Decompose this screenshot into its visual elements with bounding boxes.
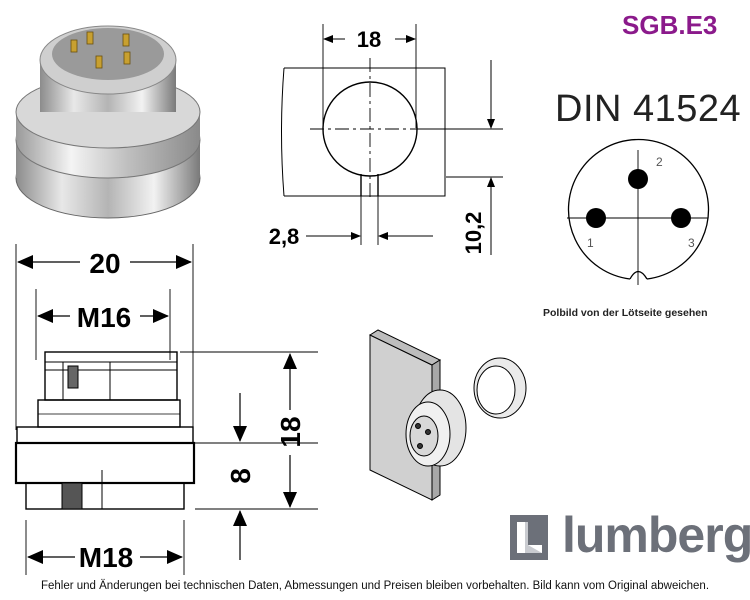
dim-label-thread-top: M16 [77,302,131,333]
lumberg-logo-mark [510,515,548,560]
dim-label-flat-width: 2,8 [269,224,300,249]
dim-label-cutout-height: 10,2 [461,212,486,255]
dim-label-body-width: 20 [89,248,120,279]
dim-label-height-small: 8 [225,468,256,484]
connector-photo [15,25,201,219]
product-code: SGB.E3 [622,10,718,40]
pin-1-contact [586,208,606,228]
pin-3-contact [671,208,691,228]
dim-label-height-total: 18 [275,416,306,447]
disclaimer-footer: Fehler und Änderungen bei technischen Da… [40,580,710,592]
dim-label-thread-bottom: M18 [79,542,133,573]
pin-layout-caption: Polbild von der Lötseite gesehen [543,307,708,319]
pin-label-3: 3 [688,236,695,250]
standard-label: DIN 41524 [555,88,742,130]
pin-label-2: 2 [656,155,663,169]
dim-label-cutout-width: 18 [357,27,381,52]
side-view-drawing [14,244,318,575]
pin-layout [567,138,710,285]
pin-label-1: 1 [587,236,594,250]
pin-2-contact [628,169,648,189]
lumberg-logo-text: lumberg [562,507,750,563]
panel-cutout-drawing [281,24,503,245]
mounting-sketch [368,329,527,501]
